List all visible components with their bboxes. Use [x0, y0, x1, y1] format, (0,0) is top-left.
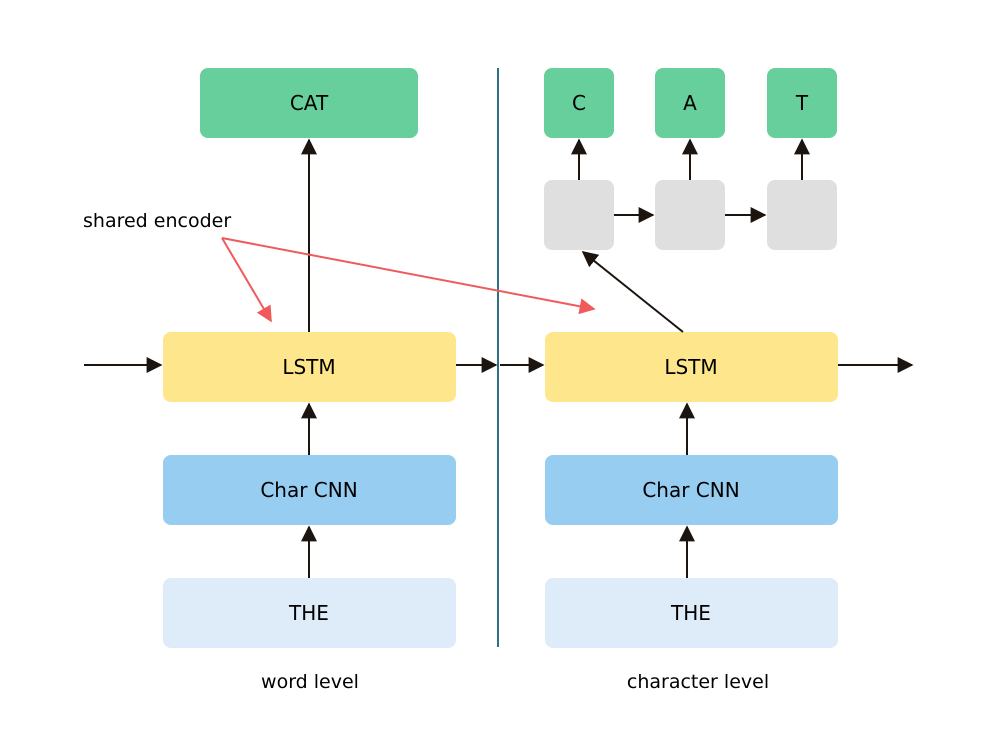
- char-output-label: A: [683, 91, 697, 115]
- word-cnn-label: Char CNN: [260, 478, 357, 502]
- word-lstm-box: [163, 332, 456, 402]
- char-lstm-box: [545, 332, 838, 402]
- word-cnn-box: [163, 455, 456, 525]
- char-output-box: [767, 68, 837, 138]
- word-input-box: [163, 578, 456, 648]
- character-level-panel: C A T LSTM Char CNN THE character level: [500, 68, 914, 693]
- decoder-state-box: [655, 180, 725, 250]
- char-output-box: [544, 68, 614, 138]
- word-level-caption: word level: [261, 671, 359, 693]
- character-level-caption: character level: [627, 671, 769, 693]
- word-level-panel: CAT LSTM Char CNN THE word level: [84, 68, 498, 693]
- annotation-arrow-char: [221, 237, 596, 315]
- char-output-label: C: [572, 91, 586, 115]
- word-input-label: THE: [288, 601, 329, 625]
- word-output-box: [200, 68, 418, 138]
- char-output-label: T: [795, 91, 809, 115]
- shared-encoder-annotation: shared encoder: [83, 210, 596, 323]
- decoder-state-box: [767, 180, 837, 250]
- char-cnn-box: [545, 455, 838, 525]
- word-output-label: CAT: [290, 91, 329, 115]
- char-lstm-label: LSTM: [664, 355, 717, 379]
- shared-encoder-label: shared encoder: [83, 210, 231, 232]
- char-cnn-label: Char CNN: [642, 478, 739, 502]
- char-output-box: [655, 68, 725, 138]
- char-input-label: THE: [670, 601, 711, 625]
- decoder-state-box: [544, 180, 614, 250]
- word-lstm-label: LSTM: [282, 355, 335, 379]
- char-input-box: [545, 578, 838, 648]
- arrow-lstm-to-decoder: [581, 251, 684, 333]
- annotation-arrow-word: [221, 237, 272, 323]
